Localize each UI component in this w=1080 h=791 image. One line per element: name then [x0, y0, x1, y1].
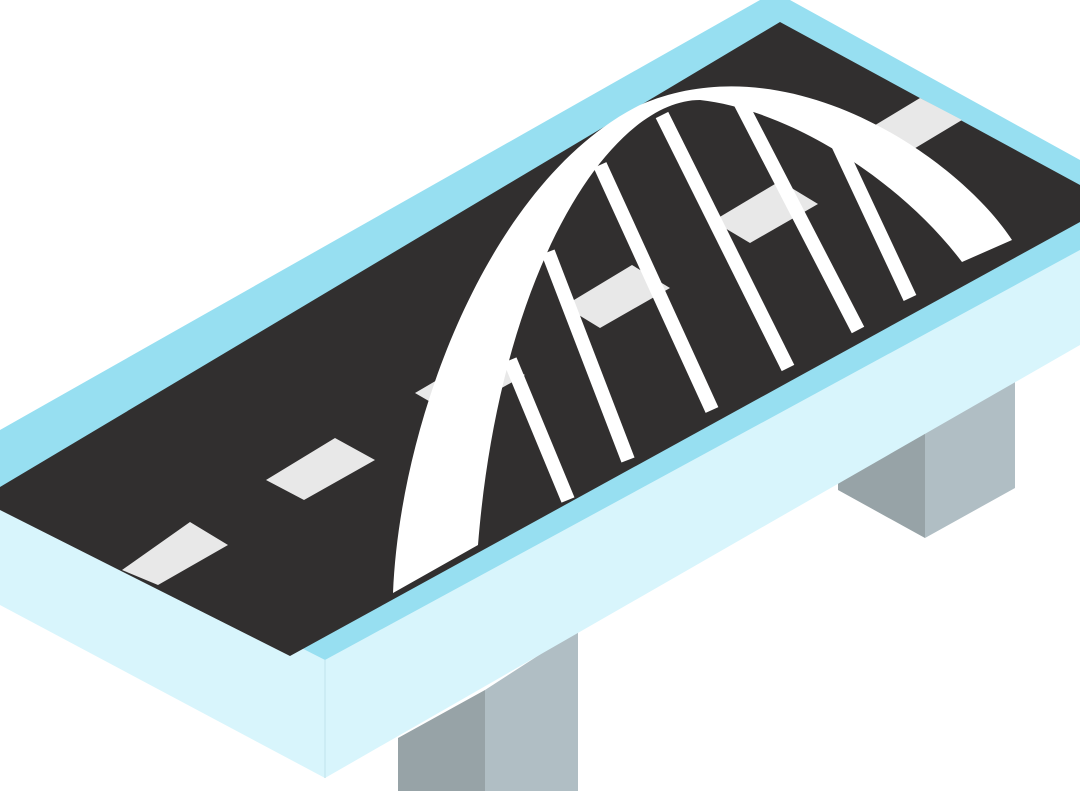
lane-dash [564, 265, 670, 328]
lane-dash [122, 522, 228, 585]
lane-dash [266, 438, 375, 500]
hanger-cable [503, 357, 575, 503]
hanger-cable [829, 137, 917, 301]
road-surface [0, 22, 1080, 656]
hanger-cable [541, 249, 635, 463]
pillar-front-front-face [398, 690, 485, 791]
hanger-cable [731, 94, 865, 334]
hanger-cable [593, 162, 719, 413]
hanger-cable [655, 111, 795, 372]
hanger-cables [503, 94, 917, 503]
bridge-arch [393, 86, 1012, 594]
deck-left-side [0, 495, 325, 778]
pillar-back-front-face [838, 430, 925, 538]
pillar-front [398, 630, 578, 791]
pillar-front-right-face [485, 630, 578, 791]
deck-right-side [325, 250, 1080, 778]
